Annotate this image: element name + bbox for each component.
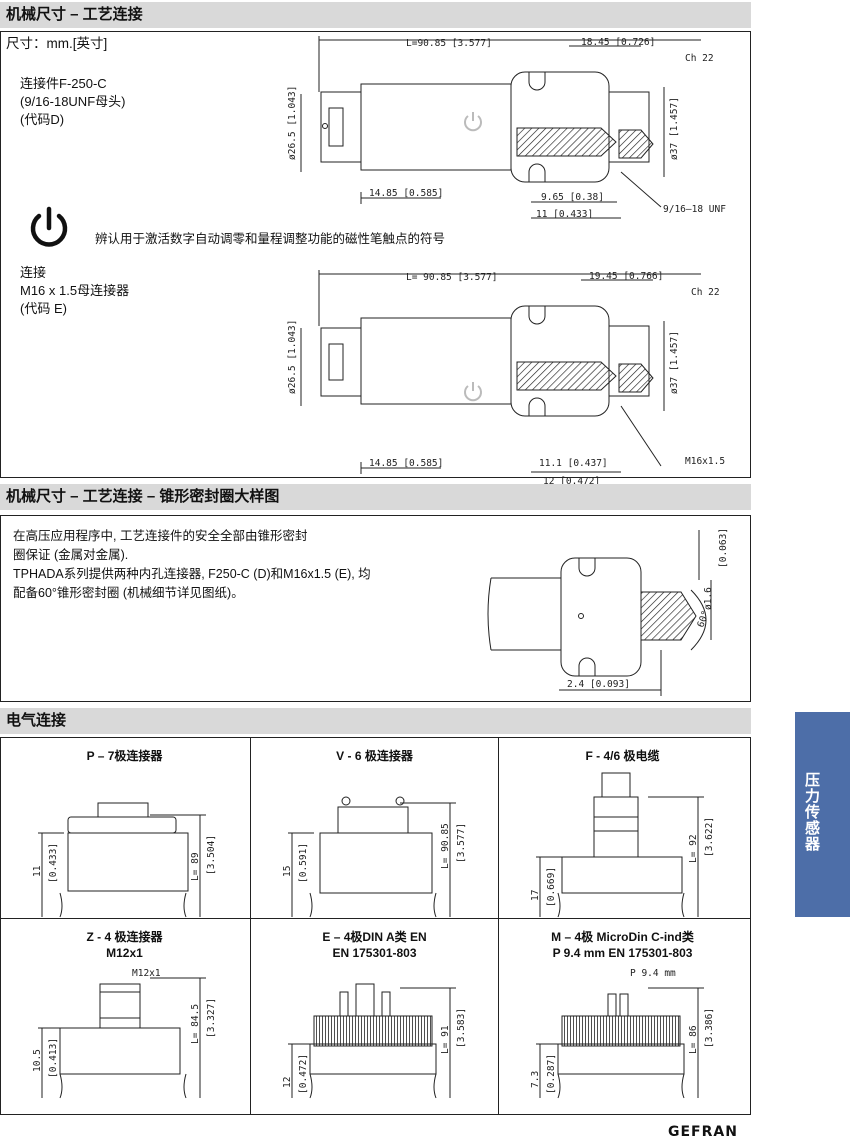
d2-b2: 11.1 [0.437]: [539, 458, 608, 469]
elec-h1: 12: [282, 1077, 293, 1088]
d1-thread: 9/16–18 UNF: [663, 204, 726, 215]
elec-drawing: 7.3 [0.287] L= 86 [3.386] P 9.4 mm: [530, 968, 715, 1099]
elec-drawing: 11 [0.433] L= 89 [3.504]: [32, 802, 217, 918]
elec-cell: V - 6 极连接器 15 [0.591] L= 90.85 [3.577]: [250, 737, 499, 918]
elec-length: L= 92: [688, 834, 699, 863]
cone-dim-bottom: 2.4 [0.093]: [567, 679, 630, 690]
elec-extra-label: P 9.4 mm: [630, 968, 676, 979]
elec-extra-label: M12x1: [132, 968, 161, 979]
elec-h1-inch: [0.669]: [546, 867, 557, 907]
conn1-line1: 连接件F-250-C: [20, 76, 107, 91]
elec-h1: 15: [282, 866, 293, 877]
d1-length-label: L=90.85 [3.577]: [406, 38, 492, 49]
elec-cell-title: F - 4/6 极电缆: [585, 749, 660, 763]
elec-h1: 17: [530, 890, 541, 901]
cone-dim-dia: ø1.6: [703, 587, 714, 610]
cone-line2: 圈保证 (金属对金属).: [13, 548, 129, 562]
elec-drawing: 15 [0.591] L= 90.85 [3.577]: [282, 796, 467, 918]
elec-cell: M – 4极 MicroDin C-ind类 P 9.4 mm EN 175301…: [498, 918, 747, 1099]
power-symbol-icon: [30, 206, 68, 247]
elec-h1: 10.5: [32, 1049, 43, 1072]
elec-length: L= 89: [190, 852, 201, 881]
conn2-line2: M16 x 1.5母连接器: [20, 283, 130, 298]
cone-line4: 配备60°锥形密封圈 (机械细节详见图纸)。: [13, 586, 244, 600]
d2-b3: 12 [0.472]: [543, 476, 600, 487]
elec-length-inch: [3.622]: [704, 817, 715, 857]
elec-length: L= 91: [440, 1025, 451, 1054]
d1-b3: 11 [0.433]: [536, 209, 593, 220]
cone-line3: TPHADA系列提供两种内孔连接器, F250-C (D)和M16x1.5 (E…: [13, 567, 371, 581]
elec-cell: E – 4极DIN A类 EN EN 175301-803 12 [0.472] …: [250, 918, 499, 1099]
d2-length-label: L= 90.85 [3.577]: [406, 272, 498, 283]
d1-ch-label: Ch 22: [685, 53, 714, 64]
conn1-line3: (代码D): [20, 112, 65, 127]
elec-h1-inch: [0.472]: [298, 1054, 309, 1094]
elec-length-inch: [3.327]: [206, 998, 217, 1038]
elec-cell: P – 7极连接器 11 [0.433] L= 89 [3.504]: [0, 737, 249, 918]
side-tab-label: 压力传感器: [803, 772, 820, 852]
elec-cell-title: EN 175301-803: [332, 946, 417, 960]
side-tab: 压力传感器: [795, 712, 850, 917]
elec-cell-title: P – 7极连接器: [86, 749, 163, 763]
drawing-connector-d: L=90.85 [3.577] 18.45 [0.726] Ch 22 ø26.…: [287, 36, 726, 220]
elec-h1: 7.3: [530, 1071, 541, 1088]
cone-dim-top: [0.063]: [718, 528, 729, 568]
elec-h1-inch: [0.413]: [48, 1038, 59, 1078]
elec-cell-title: M12x1: [106, 946, 143, 960]
elec-cell-title: P 9.4 mm EN 175301-803: [552, 946, 693, 960]
elec-length-inch: [3.577]: [456, 823, 467, 863]
d1-dia-left: ø26.5 [1.043]: [287, 86, 298, 160]
conn2-line1: 连接: [20, 265, 47, 280]
mech-panel: 尺寸：mm.[英寸] 连接件F-250-C (9/16-18UNF母头) (代码…: [0, 31, 751, 487]
elec-length: L= 90.85: [440, 823, 451, 869]
brand-logo: GEFRAN: [668, 1124, 738, 1140]
d2-dia-left: ø26.5 [1.043]: [287, 320, 298, 394]
d2-b1: 14.85 [0.585]: [369, 458, 443, 469]
elec-h1: 11: [32, 865, 43, 877]
d1-top2-label: 18.45 [0.726]: [581, 37, 655, 48]
section-header-mech: 机械尺寸 – 工艺连接: [0, 2, 751, 28]
drawing-connector-e: L= 90.85 [3.577] 19.45 [0.766] Ch 22 ø26…: [287, 270, 725, 487]
elec-cell-title: E – 4极DIN A类 EN: [322, 930, 427, 944]
conn2-line3: (代码 E): [20, 301, 67, 316]
elec-length-inch: [3.386]: [704, 1008, 715, 1048]
cone-seal-drawing: [0.063] ø1.6 60° 2.4 [0.093]: [487, 528, 729, 696]
section-header-elec: 电气连接: [0, 708, 751, 734]
elec-cell-title: V - 6 极连接器: [336, 749, 413, 763]
elec-cell: Z - 4 极连接器 M12x1 10.5 [0.413] L= 84.5 [3.…: [0, 918, 249, 1099]
d1-b1: 14.85 [0.585]: [369, 188, 443, 199]
elec-length: L= 84.5: [190, 1004, 201, 1044]
cone-angle: 60°: [695, 609, 711, 629]
elec-cell: F - 4/6 极电缆 17 [0.669] L= 92 [3.622]: [498, 737, 747, 918]
conn1-line2: (9/16-18UNF母头): [20, 94, 126, 109]
power-symbol-desc: 辨认用于激活数字自动调零和量程调整功能的磁性笔触点的符号: [95, 232, 446, 246]
elec-length-inch: [3.583]: [456, 1008, 467, 1048]
d2-top2-label: 19.45 [0.766]: [589, 271, 663, 282]
elec-length: L= 86: [688, 1025, 699, 1054]
unit-label: 尺寸：mm.[英寸]: [6, 36, 108, 51]
elec-h1-inch: [0.591]: [298, 843, 309, 883]
cone-panel: 在高压应用程序中, 工艺连接件的安全全部由锥形密封 圈保证 (金属对金属). T…: [0, 515, 751, 702]
d1-b2: 9.65 [0.38]: [541, 192, 604, 203]
elec-drawing: 10.5 [0.413] L= 84.5 [3.327] M12x1: [32, 968, 217, 1099]
elec-drawing: 12 [0.472] L= 91 [3.583]: [282, 983, 467, 1099]
elec-length-inch: [3.504]: [206, 835, 217, 875]
elec-cell-title: Z - 4 极连接器: [86, 930, 163, 944]
d2-dia-right: ø37 [1.457]: [669, 331, 680, 394]
elec-drawing: 17 [0.669] L= 92 [3.622]: [530, 772, 715, 918]
section-header-cone: 机械尺寸 – 工艺连接 – 锥形密封圈大样图: [0, 484, 751, 510]
d1-dia-right: ø37 [1.457]: [669, 97, 680, 160]
elec-h1-inch: [0.287]: [546, 1054, 557, 1094]
elec-h1-inch: [0.433]: [48, 843, 59, 883]
cone-line1: 在高压应用程序中, 工艺连接件的安全全部由锥形密封: [13, 529, 308, 543]
d2-thread: M16x1.5: [685, 456, 725, 467]
elec-cell-title: M – 4极 MicroDin C-ind类: [551, 930, 694, 944]
d2-ch-label: Ch 22: [691, 287, 720, 298]
